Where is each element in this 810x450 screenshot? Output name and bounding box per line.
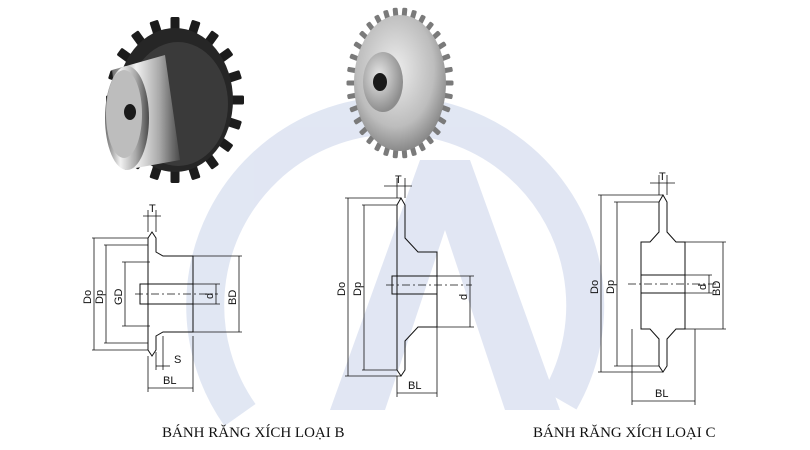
label-GD: GD xyxy=(113,288,125,305)
sprocket-tooth xyxy=(401,7,408,17)
sprocket-photo-plate xyxy=(346,7,454,159)
sprocket-tooth xyxy=(347,66,357,73)
label-S: S xyxy=(174,354,181,366)
label-BD: BD xyxy=(711,281,723,296)
sprocket-tooth xyxy=(383,146,390,156)
sprocket-tooth xyxy=(441,53,451,61)
sprocket-tooth xyxy=(170,169,180,183)
sprocket-tooth xyxy=(230,95,244,105)
sprocket-tooth xyxy=(401,149,408,159)
sprocket-tooth xyxy=(349,105,359,113)
sprocket-tooth xyxy=(410,10,417,20)
label-BL: BL xyxy=(655,388,668,400)
sprocket-tooth xyxy=(347,93,357,100)
caption-type-b: BÁNH RĂNG XÍCH LOẠI B xyxy=(162,425,345,441)
sprocket-tooth xyxy=(441,105,451,113)
sprocket-tooth xyxy=(444,80,454,86)
label-Dp: Dp xyxy=(94,290,106,304)
sprocket-tooth xyxy=(353,116,363,125)
label-Do: Do xyxy=(82,290,94,304)
technical-drawing-type-b: T Do Dp d BL xyxy=(336,174,474,397)
sprocket-tooth xyxy=(170,17,180,31)
label-Dp: Dp xyxy=(352,282,364,296)
technical-drawing-hub: T Do Dp GD d BD S BL xyxy=(82,203,242,392)
sprocket-tooth xyxy=(437,116,447,125)
label-Do: Do xyxy=(589,280,601,294)
sprocket-tooth xyxy=(346,80,356,86)
technical-drawing-type-c: T Do Dp d BD BL xyxy=(589,171,726,405)
sprocket-tooth xyxy=(443,66,453,73)
sprocket-tooth xyxy=(437,41,447,50)
label-BL: BL xyxy=(408,380,421,392)
sprocket-tooth xyxy=(392,7,399,17)
label-d: d xyxy=(697,284,709,290)
caption-type-c: BÁNH RĂNG XÍCH LOẠI C xyxy=(533,425,716,441)
sprocket-tooth xyxy=(410,146,417,156)
label-Do: Do xyxy=(336,282,348,296)
label-d: d xyxy=(458,294,470,300)
sprocket-tooth xyxy=(392,149,399,159)
label-T: T xyxy=(149,203,156,215)
label-d: d xyxy=(204,293,216,299)
label-BD: BD xyxy=(227,290,239,305)
label-T: T xyxy=(395,174,402,186)
sprocket-photo-hub xyxy=(105,17,244,183)
label-T: T xyxy=(659,171,666,183)
sprocket-tooth xyxy=(353,41,363,50)
sprocket-tooth xyxy=(349,53,359,61)
sprocket-tooth xyxy=(383,10,390,20)
label-Dp: Dp xyxy=(605,280,617,294)
label-BL: BL xyxy=(163,375,176,387)
sprocket-tooth xyxy=(443,93,453,100)
